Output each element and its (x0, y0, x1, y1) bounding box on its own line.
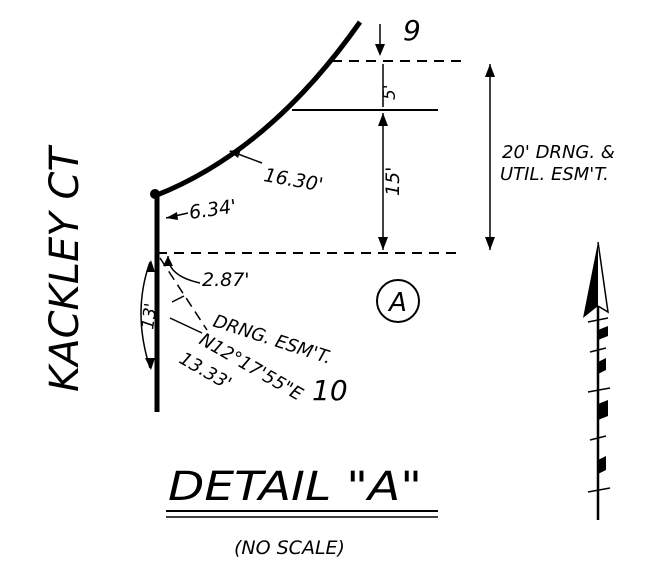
easement-lines (157, 60, 462, 254)
detail-marker: A (376, 279, 420, 323)
dim-15ft-label: 15' (382, 167, 404, 196)
offset-6-34-label: 6.34' (188, 196, 238, 224)
arc-length-label: 16.30' (262, 164, 325, 196)
detail-subtitle: (NO SCALE) (234, 537, 345, 559)
dim-13ft: 13' (138, 260, 162, 370)
north-arrow-icon (583, 241, 611, 520)
lot-9-marker: 9 (375, 14, 421, 56)
lot-number-10: 10 (312, 374, 348, 407)
lot-number-9: 9 (403, 14, 421, 47)
dim-5ft: 5' (380, 64, 400, 107)
dim-15ft: 15' (378, 113, 404, 250)
utility-easement-label-2: UTIL. ESM'T. (500, 164, 609, 185)
dim-20ft (485, 64, 495, 250)
detail-marker-letter: A (387, 288, 407, 318)
utility-easement-label-1: 20' DRNG. & (502, 142, 615, 163)
dim-2-87: 2.87' (163, 255, 250, 291)
detail-title: DETAIL "A" (168, 464, 422, 510)
offset-2-87-label: 2.87' (202, 269, 250, 291)
dim-6-34: 6.34' (165, 196, 238, 224)
dim-13ft-label: 13' (138, 302, 161, 331)
property-line (150, 20, 363, 412)
dim-arc-length: 16.30' (229, 149, 325, 196)
dim-5ft-label: 5' (380, 85, 400, 101)
property-corner-point (150, 189, 160, 199)
drainage-easement-line (159, 257, 208, 334)
street-name: KACKLEY CT (42, 144, 88, 392)
